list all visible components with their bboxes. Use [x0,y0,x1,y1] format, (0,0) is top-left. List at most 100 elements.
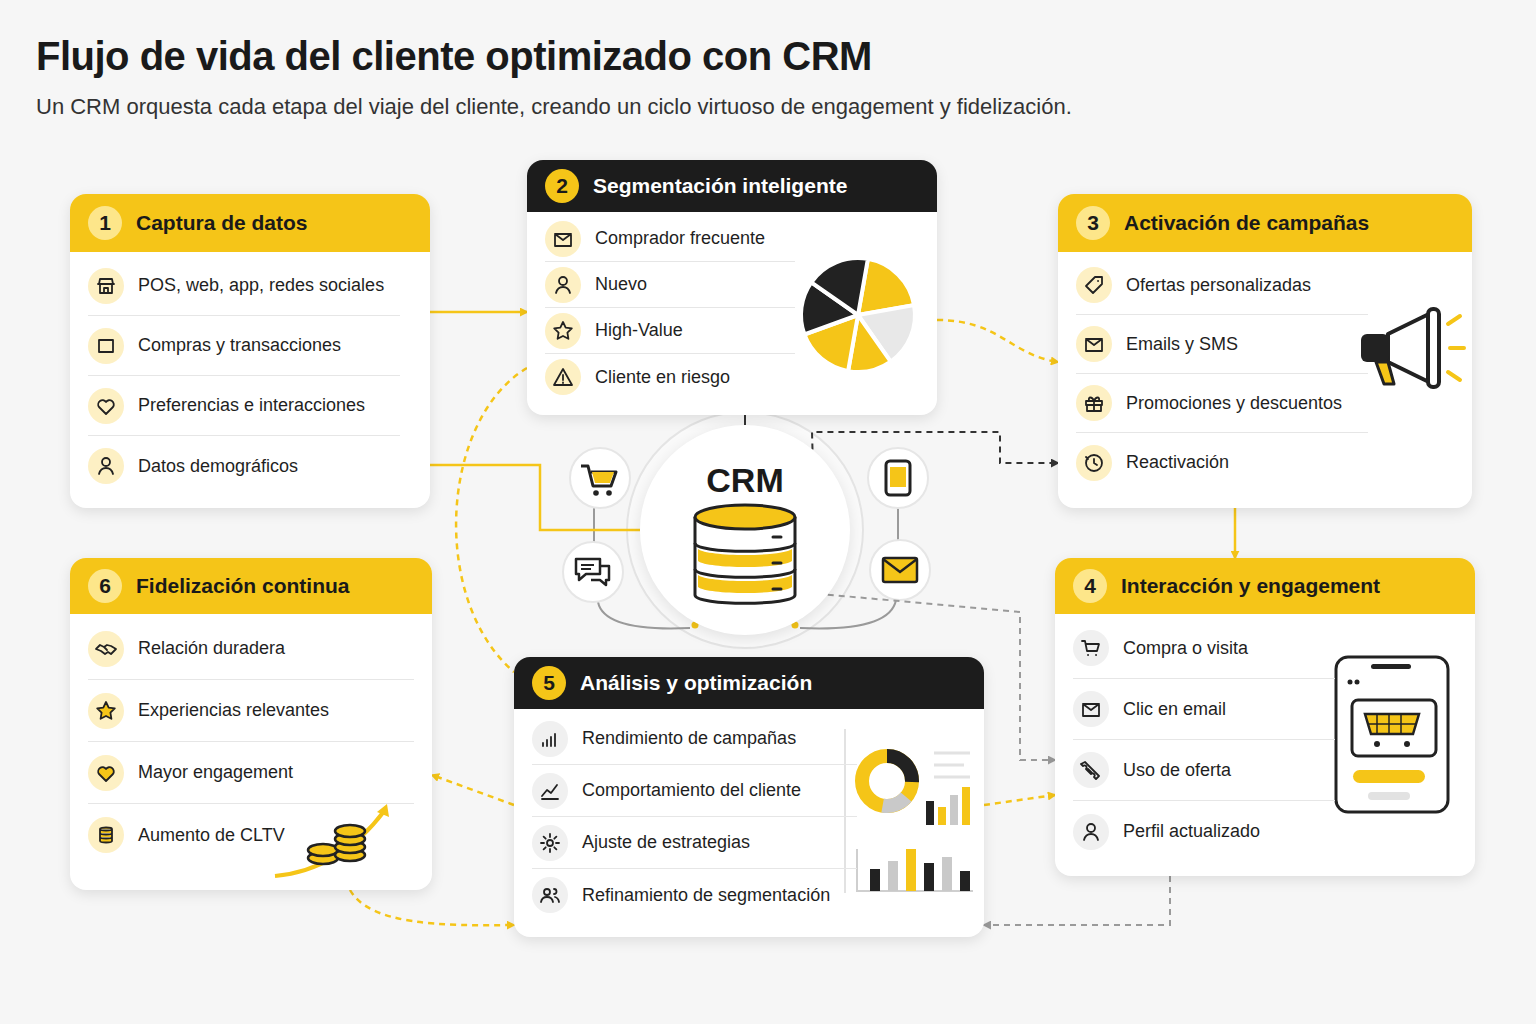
flow-connector [456,368,527,672]
drawing-part [1073,752,1109,788]
drawing-part [96,645,116,654]
drawing-part [1073,691,1109,727]
card-header: 2Segmentación inteligente [527,160,937,212]
item-text: Uso de oferta [1123,760,1231,781]
drawing-part [532,721,568,757]
drawing-part [591,566,609,585]
drawing-part [1086,455,1102,471]
item-icon [532,877,568,913]
drawing-part [1076,445,1112,481]
item-text: Nuevo [595,274,647,295]
item-text: Promociones y descuentos [1126,393,1342,414]
drawing-part [1428,309,1439,387]
item-text: Experiencias relevantes [138,700,329,721]
step-number: 3 [1076,206,1110,240]
drawing-part [541,889,559,902]
title: Flujo de vida del cliente optimizado con… [36,34,872,79]
item-icon [88,631,124,667]
drawing-part [576,559,600,580]
drawing-part [1355,680,1360,685]
card-header: 4Interacción y engagement [1055,558,1475,614]
item-text: Rendimiento de campañas [582,728,796,749]
item-icon [545,221,581,257]
card-header: 6Fidelización continua [70,558,432,614]
item-text: Aumento de CLTV [138,825,285,846]
item-text: Datos demográficos [138,456,298,477]
item-row: Compra o visita [1073,618,1335,679]
drawing-part [308,825,365,864]
drawing-part [1348,680,1353,685]
drawing-part [541,834,559,852]
drawing-part [545,267,581,303]
item-row: Relación duradera [88,618,414,680]
drawing-part [88,328,124,364]
item-icon [1076,445,1112,481]
drawing-part [1336,657,1448,812]
drawing-part [555,234,571,246]
drawing-part [1448,316,1464,380]
flow-connector [1234,508,1237,558]
flow-connector [432,775,514,805]
item-text: Compras y transacciones [138,335,341,356]
drawing-part [1368,792,1410,800]
item-text: Perfil actualizado [1123,821,1260,842]
card-header: 3Activación de campañas [1058,194,1472,252]
item-row: Comportamiento del cliente [532,765,857,817]
drawing-part [541,889,559,902]
item-row: Nuevo [545,262,795,308]
drawing-part [88,448,124,484]
card-title: Fidelización continua [136,574,350,598]
item-row: Experiencias relevantes [88,680,414,742]
database-icon [640,425,850,635]
drawing-part [98,767,114,781]
drawing-part [88,631,124,667]
hub-label: CRM [640,461,850,500]
stage-card: 5Análisis y optimizaciónRendimiento de c… [514,657,984,937]
item-list: POS, web, app, redes socialesCompras y t… [70,252,430,496]
item-text: Cliente en riesgo [595,367,730,388]
drawing-part [1365,714,1419,734]
item-icon [532,825,568,861]
drawing-part [1086,277,1102,293]
drawing-part [870,540,930,600]
item-text: Refinamiento de segmentación [582,885,830,906]
drawing-part [1081,762,1099,779]
item-icon [88,817,124,853]
drawing-part [888,861,898,891]
flow-connector [984,876,1170,925]
drawing-part [556,277,570,293]
drawing-part [1081,762,1099,779]
item-row: Ofertas personalizadas [1076,256,1368,315]
drawing-part [98,279,114,293]
crm-ring [627,412,863,648]
item-text: Comprador frecuente [595,228,765,249]
drawing-part [581,466,616,486]
drawing-part [545,313,581,349]
item-icon [88,755,124,791]
item-icon [88,693,124,729]
drawing-part [532,773,568,809]
drawing-part [773,537,781,589]
item-list: Ofertas personalizadasEmails y SMSPromoc… [1058,252,1472,492]
item-text: POS, web, app, redes sociales [138,275,384,296]
drawing-part [942,857,952,891]
drawing-part [883,558,917,582]
item-row: POS, web, app, redes sociales [88,256,400,316]
stage-card: 2Segmentación inteligenteComprador frecu… [527,160,937,415]
drawing-part [1084,824,1098,840]
card-title: Captura de datos [136,211,308,235]
drawing-part [811,258,868,315]
drawing-part [532,877,568,913]
drawing-part [1361,334,1389,362]
item-icon [1076,385,1112,421]
drawing-part [1086,339,1102,351]
drawing-part [897,508,899,540]
drawing-part [542,785,558,799]
card-title: Análisis y optimización [580,671,812,695]
drawing-part [1367,714,1417,734]
drawing-part [98,400,114,414]
drawing-part [1374,741,1380,747]
item-text: Reactivación [1126,452,1229,473]
item-text: Clic en email [1123,699,1226,720]
